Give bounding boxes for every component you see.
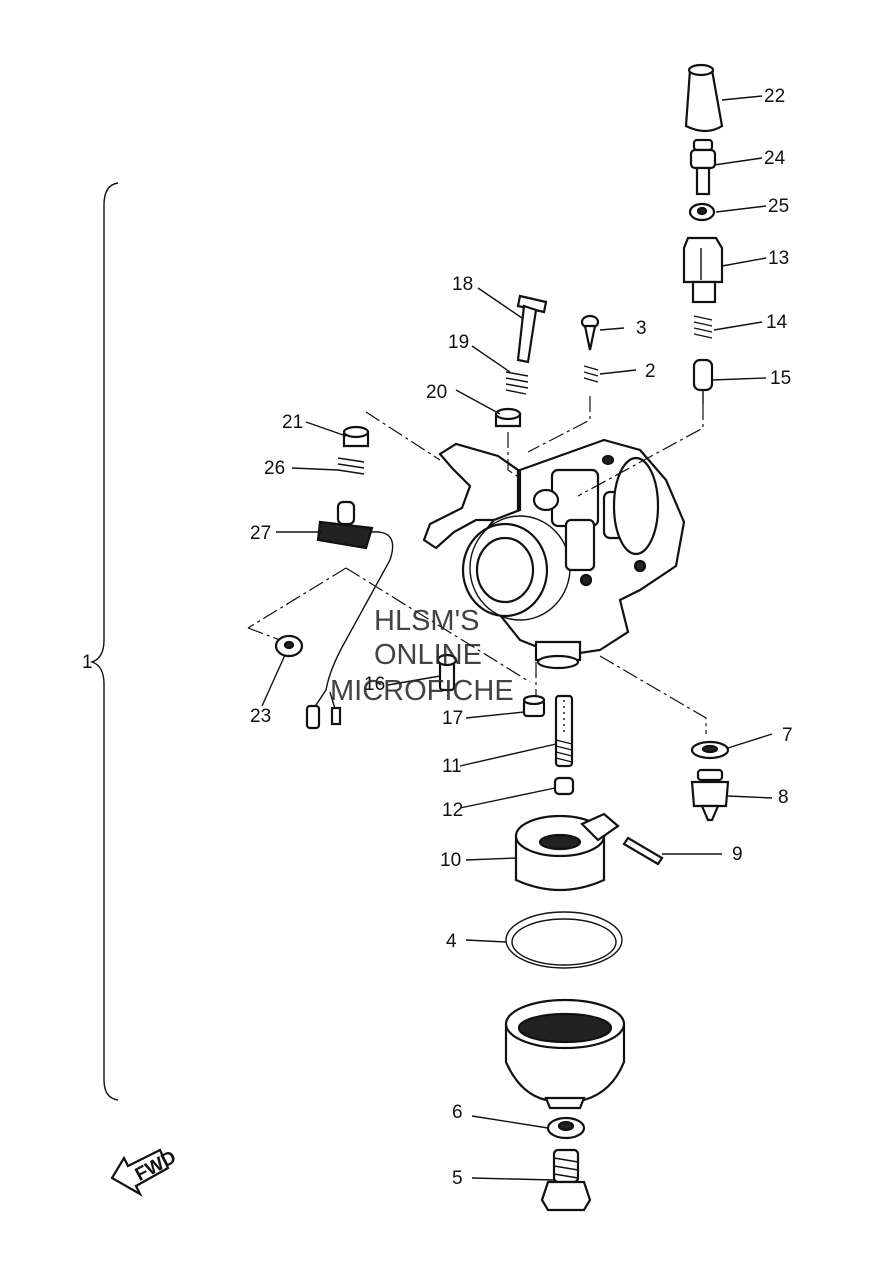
watermark-line-1: HLSM'S <box>374 605 479 637</box>
fwd-arrow: FWD <box>110 1147 180 1197</box>
callout-9: 9 <box>732 844 743 865</box>
part-13-top <box>682 236 724 304</box>
carburetor-body <box>422 438 686 670</box>
callout-13: 13 <box>768 248 789 269</box>
part-7-washer <box>690 740 730 760</box>
callout-16: 16 <box>364 674 385 695</box>
part-20-collar <box>494 407 522 428</box>
part-5-bolt <box>540 1148 592 1212</box>
callout-15: 15 <box>770 368 791 389</box>
callout-26: 26 <box>264 458 285 479</box>
leader-lines <box>261 95 773 1181</box>
part-2-spring <box>583 365 599 383</box>
part-23-washer <box>274 634 304 658</box>
part-21-collar <box>342 425 370 448</box>
part-18-screw <box>516 294 548 364</box>
part-8-plug <box>690 768 730 822</box>
callout-25: 25 <box>768 196 789 217</box>
watermark-line-3: MICROFICHE <box>330 675 514 707</box>
part-6-washer <box>546 1116 586 1140</box>
callout-19: 19 <box>448 332 469 353</box>
part-27-choke-cable <box>305 500 394 730</box>
float-bowl <box>504 998 626 1110</box>
part-11-needle-jet <box>554 694 574 768</box>
part-24-adjuster <box>689 138 717 196</box>
callout-20: 20 <box>426 382 447 403</box>
part-10-float <box>514 812 620 892</box>
callout-23: 23 <box>250 706 271 727</box>
callout-21: 21 <box>282 412 303 433</box>
callout-17: 17 <box>442 708 463 729</box>
callout-2: 2 <box>645 361 656 382</box>
callout-10: 10 <box>440 850 461 871</box>
part-3-screw <box>580 314 600 351</box>
callout-22: 22 <box>764 86 785 107</box>
callout-7: 7 <box>782 725 793 746</box>
part-16-jet <box>436 653 458 692</box>
part-12-main-jet <box>553 776 575 796</box>
callout-11: 11 <box>442 756 462 777</box>
part-22-cap <box>684 63 724 133</box>
callout-8: 8 <box>778 787 789 808</box>
part-26-spring <box>337 457 365 475</box>
callout-12: 12 <box>442 800 463 821</box>
callout-4: 4 <box>446 931 457 952</box>
part-9-pin <box>622 836 664 866</box>
part-4-gasket <box>505 911 623 969</box>
callout-6: 6 <box>452 1102 463 1123</box>
callout-27: 27 <box>250 523 271 544</box>
assembly-callout-1: 1 <box>82 652 93 673</box>
part-17-jet <box>522 694 546 718</box>
callout-24: 24 <box>764 148 786 169</box>
callout-18: 18 <box>452 274 473 295</box>
part-19-spring <box>505 371 529 395</box>
assembly-bracket <box>89 182 119 1101</box>
callout-labels: 22 24 25 13 14 15 18 3 19 2 20 21 26 27 … <box>82 86 793 1189</box>
watermark-line-2: ONLINE <box>374 639 482 671</box>
alignment-lines <box>247 396 707 734</box>
callout-14: 14 <box>766 312 788 333</box>
callout-5: 5 <box>452 1168 463 1189</box>
part-14-spring <box>693 315 713 339</box>
callout-3: 3 <box>636 318 647 339</box>
part-25-nut <box>688 202 716 222</box>
watermark: HLSM'S ONLINE MICROFICHE <box>330 605 514 707</box>
part-15-valve <box>692 358 714 404</box>
